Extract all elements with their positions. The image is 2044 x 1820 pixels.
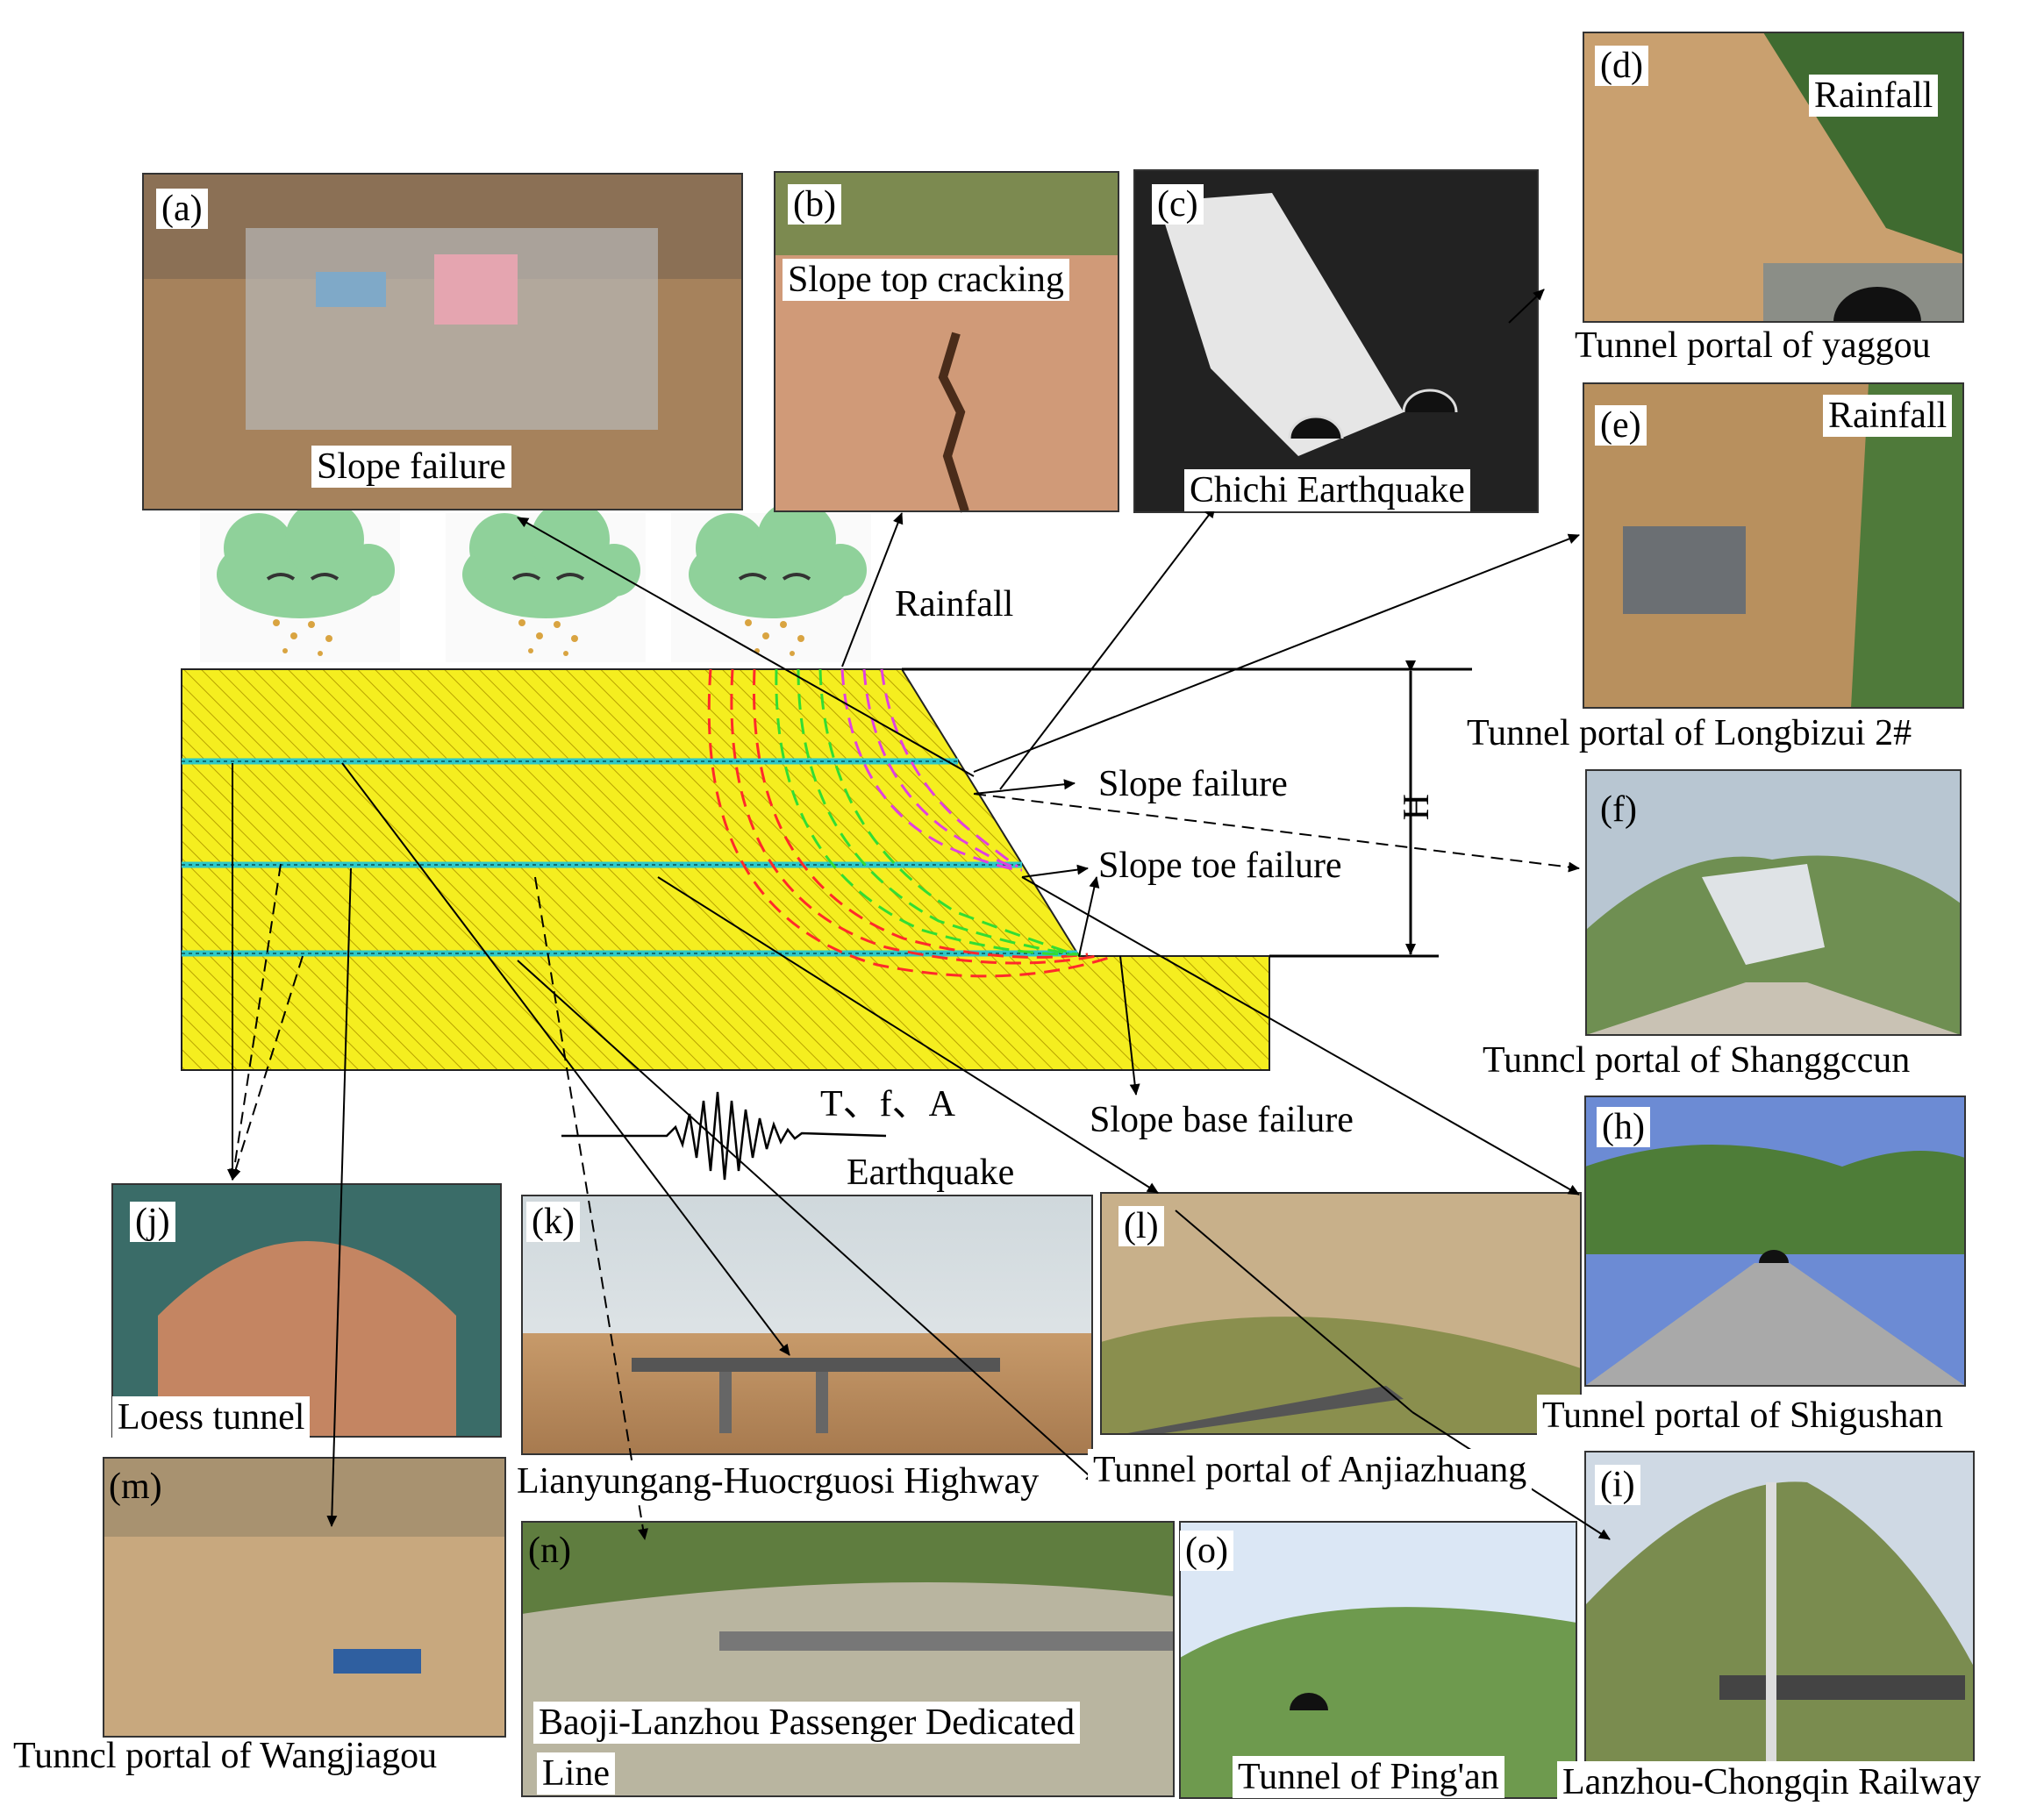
slope-base-failure-label: Slope base failure <box>1090 1099 1354 1141</box>
photo-panel-i <box>1585 1452 1974 1798</box>
photo-panel-f <box>1586 770 1961 1035</box>
rain-cloud-icon <box>671 500 871 662</box>
panel-h-tag: (h) <box>1597 1107 1650 1147</box>
photo-panel-l <box>1101 1193 1581 1434</box>
panel-m-caption: Tunncl portal of Wangjiagou <box>13 1735 437 1777</box>
photo-panel-n <box>522 1522 1174 1796</box>
rainfall-label: Rainfall <box>895 583 1013 625</box>
panel-o-caption: Tunnel of Ping'an <box>1233 1756 1504 1798</box>
panel-f-caption: Tunncl portal of Shanggccun <box>1483 1039 1910 1081</box>
slope-toe-failure-label: Slope toe failure <box>1098 845 1342 887</box>
panel-a-caption: Slope failure <box>311 446 511 488</box>
panel-i-tag: (i) <box>1595 1465 1640 1505</box>
panel-c-caption: Chichi Earthquake <box>1184 469 1470 511</box>
rain-cloud-icon <box>200 500 400 662</box>
panel-c-tag: (c) <box>1152 184 1204 225</box>
panel-b-caption: Slope top cracking <box>783 259 1069 301</box>
panel-o-tag: (o) <box>1180 1531 1233 1571</box>
panel-n-caption-line1: Baoji-Lanzhou Passenger Dedicated <box>533 1702 1080 1744</box>
photo-panel-k <box>522 1195 1092 1454</box>
panel-a-tag: (a) <box>156 189 208 229</box>
panel-m-tag: (m) <box>104 1467 168 1507</box>
height-label: H <box>1394 794 1436 820</box>
panel-k-caption: Lianyungang-Huocrguosi Highway <box>511 1460 1044 1502</box>
panel-e-rainfall: Rainfall <box>1823 395 1952 437</box>
slope-failure-label: Slope failure <box>1098 763 1288 805</box>
panel-e-tag: (e) <box>1595 405 1647 446</box>
wave-params-label: T、f、A <box>820 1083 955 1125</box>
panel-l-tag: (l) <box>1118 1206 1164 1246</box>
panel-f-tag: (f) <box>1595 789 1642 830</box>
panel-k-tag: (k) <box>526 1202 580 1242</box>
panel-n-caption-line2: Line <box>537 1752 615 1795</box>
panel-h-caption: Tunnel portal of Shigushan <box>1537 1395 1948 1437</box>
panel-i-caption: Lanzhou-Chongqin Railway <box>1557 1761 1986 1803</box>
panel-d-caption: Tunnel portal of yaggou <box>1575 325 1931 367</box>
panel-d-rainfall: Rainfall <box>1809 75 1938 117</box>
panel-d-tag: (d) <box>1595 46 1648 86</box>
panel-n-tag: (n) <box>523 1531 576 1571</box>
rain-cloud-icon <box>446 500 646 662</box>
panel-l-caption: Tunnel portal of Anjiazhuang <box>1088 1449 1532 1491</box>
panel-b-tag: (b) <box>788 184 841 225</box>
panel-e-caption: Tunnel portal of Longbizui 2# <box>1467 712 1912 754</box>
earthquake-label: Earthquake <box>847 1152 1014 1194</box>
panel-j-tag: (j) <box>130 1202 175 1242</box>
panel-j-caption: Loess tunnel <box>112 1396 310 1438</box>
